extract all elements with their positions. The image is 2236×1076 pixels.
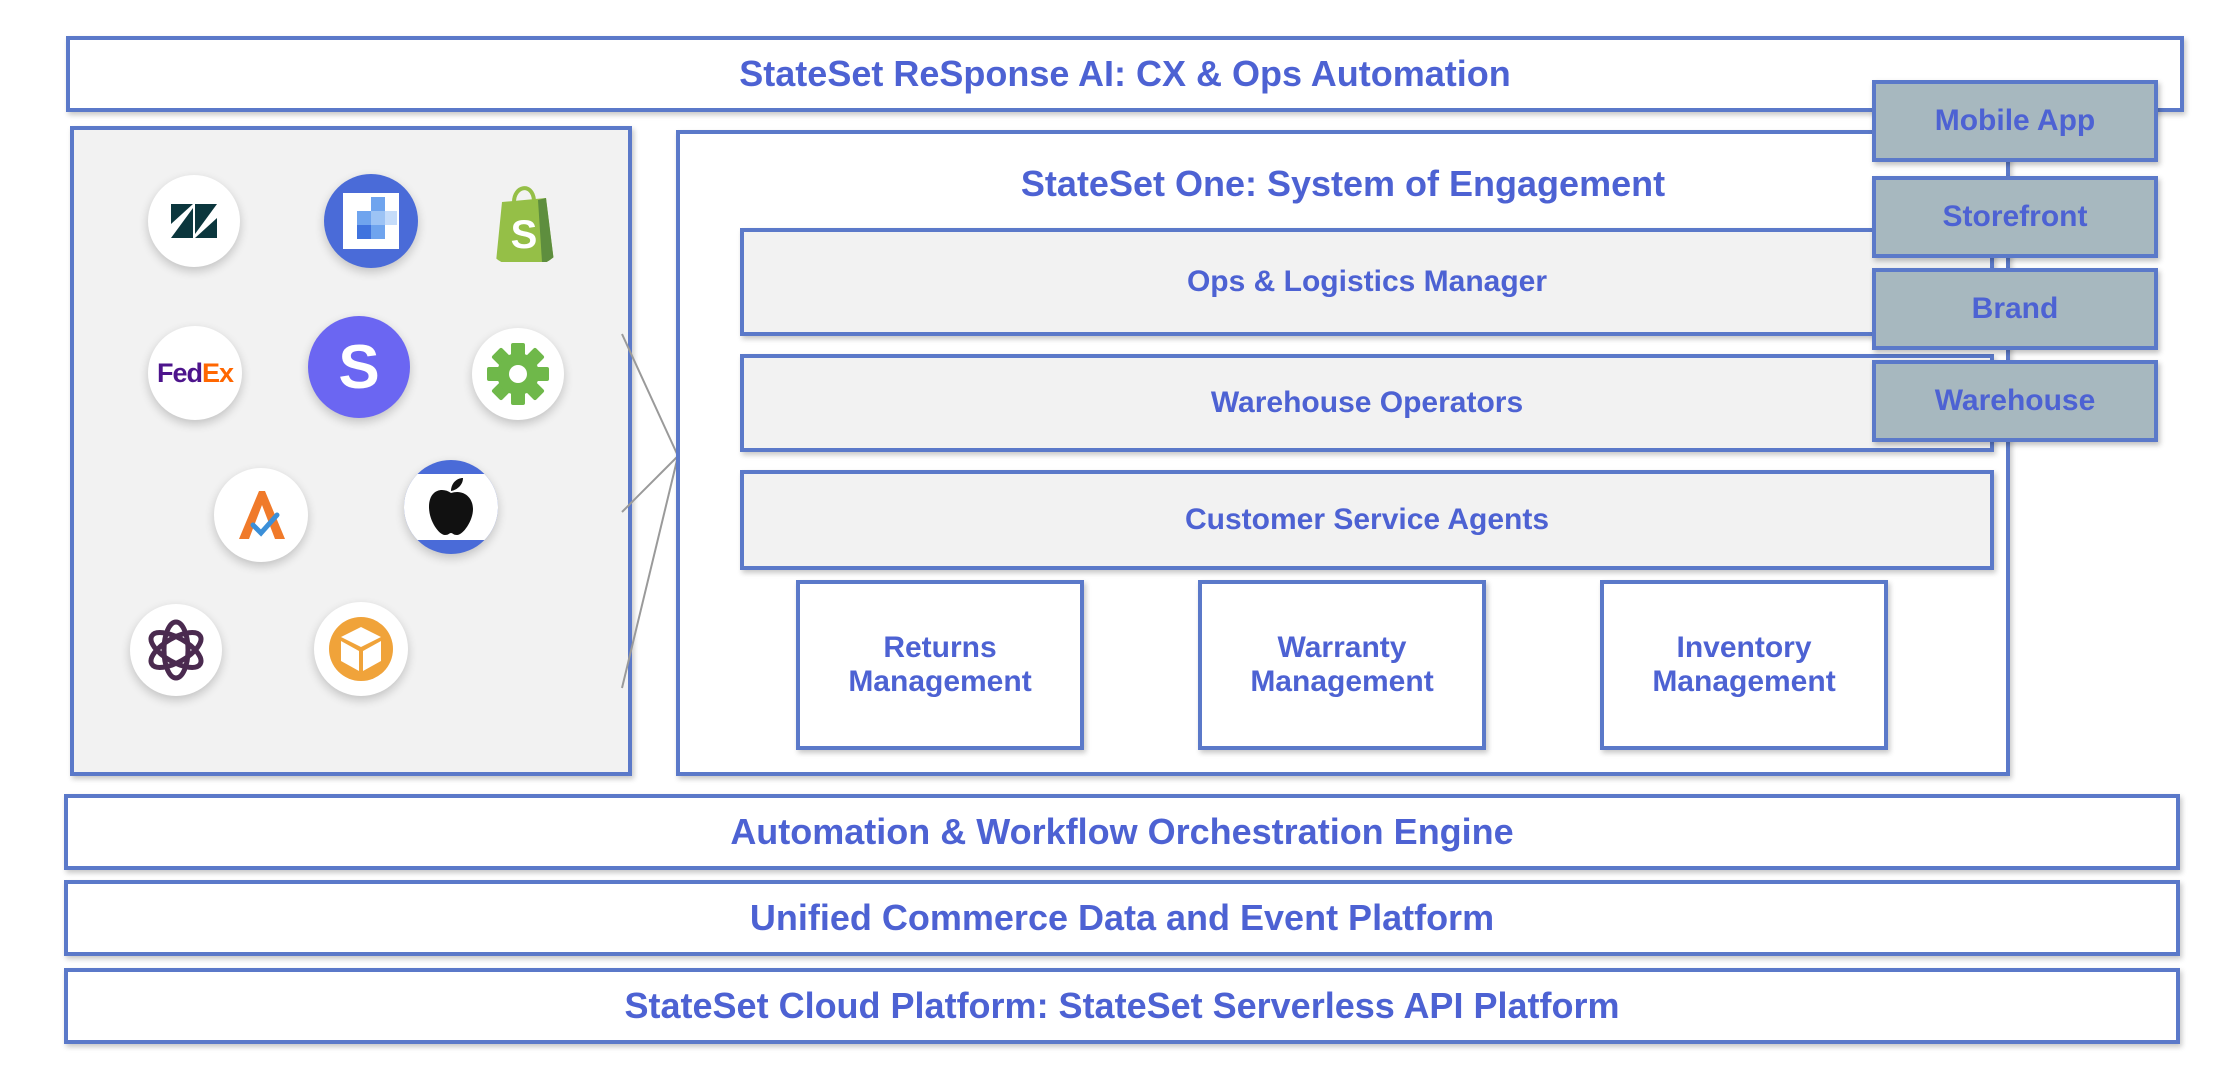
package-icon xyxy=(314,602,408,696)
top-banner: StateSet ReSponse AI: CX & Ops Automatio… xyxy=(66,36,2184,112)
stateset-icon: S xyxy=(308,316,410,418)
automation-engine-layer: Automation & Workflow Orchestration Engi… xyxy=(64,794,2180,870)
channel-mobile-app: Mobile App xyxy=(1872,80,2158,162)
module-warranty-management: Warranty Management xyxy=(1198,580,1486,750)
channel-storefront: Storefront xyxy=(1872,176,2158,258)
cloud-platform-label: StateSet Cloud Platform: StateSet Server… xyxy=(624,985,1620,1026)
fedex-text-ex: Ex xyxy=(201,357,234,388)
engagement-title: StateSet One: System of Engagement xyxy=(1020,163,1666,204)
layer-ops-logistics-manager-label: Ops & Logistics Manager xyxy=(1186,265,1548,298)
module-inventory-line1: Inventory xyxy=(1676,630,1812,664)
stateset-letter: S xyxy=(338,332,380,402)
channel-warehouse-label: Warehouse xyxy=(1934,384,2096,417)
route-icon xyxy=(214,468,308,562)
apple-icon xyxy=(404,460,498,554)
layer-warehouse-operators: Warehouse Operators xyxy=(740,354,1994,452)
module-returns-line2: Management xyxy=(848,665,1032,698)
channel-brand: Brand xyxy=(1872,268,2158,350)
module-returns-management: Returns Management xyxy=(796,580,1084,750)
gear-icon xyxy=(472,328,564,420)
spreadsheet-icon xyxy=(324,174,418,268)
channel-mobile-app-label: Mobile App xyxy=(1934,104,2096,137)
module-warranty-line2: Management xyxy=(1250,665,1434,698)
module-inventory-management: Inventory Management xyxy=(1600,580,1888,750)
layer-customer-service-agents-label: Customer Service Agents xyxy=(1184,503,1549,536)
zendesk-icon xyxy=(148,175,240,267)
automation-engine-label: Automation & Workflow Orchestration Engi… xyxy=(730,811,1514,852)
layer-customer-service-agents: Customer Service Agents xyxy=(740,470,1994,570)
channel-warehouse: Warehouse xyxy=(1872,360,2158,442)
channel-storefront-label: Storefront xyxy=(1942,200,2088,233)
cloud-platform-layer: StateSet Cloud Platform: StateSet Server… xyxy=(64,968,2180,1044)
svg-text:S: S xyxy=(511,213,538,257)
module-warranty-line1: Warranty xyxy=(1277,630,1407,664)
channel-brand-label: Brand xyxy=(1971,292,2059,325)
shopify-icon: S xyxy=(478,176,570,268)
module-inventory-line2: Management xyxy=(1652,665,1836,698)
data-platform-label: Unified Commerce Data and Event Platform xyxy=(749,897,1495,938)
layer-warehouse-operators-label: Warehouse Operators xyxy=(1210,386,1524,419)
fedex-text-fed: Fed xyxy=(156,357,203,388)
layer-ops-logistics-manager: Ops & Logistics Manager xyxy=(740,228,1994,336)
module-returns-line1: Returns xyxy=(883,630,997,664)
openai-icon xyxy=(130,604,222,696)
data-platform-layer: Unified Commerce Data and Event Platform xyxy=(64,880,2180,956)
fedex-icon: FedEx xyxy=(148,326,242,420)
top-banner-title: StateSet ReSponse AI: CX & Ops Automatio… xyxy=(739,53,1511,94)
integrations-panel: S FedEx S xyxy=(70,126,632,776)
